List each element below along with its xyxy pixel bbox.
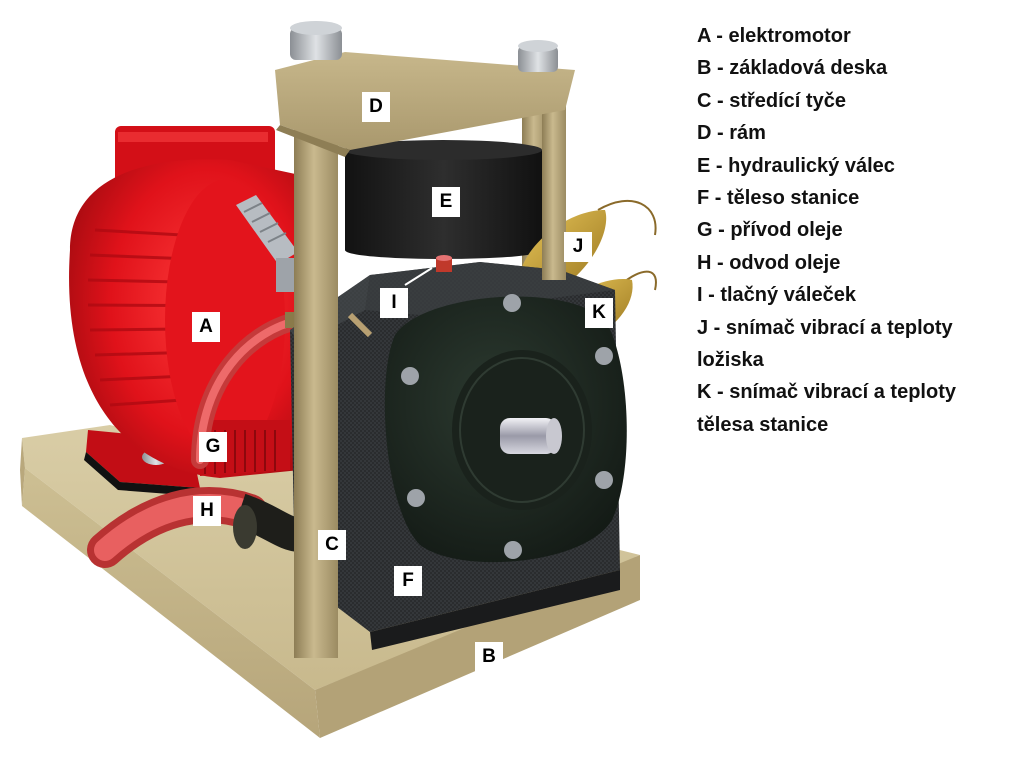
drive-shaft [500,418,562,454]
legend-item-d: D - rám [697,122,766,145]
tag-j: J [564,232,592,262]
tag-c: C [318,530,346,560]
legend-item-a: A - elektromotor [697,25,851,47]
tag-e: E [432,187,460,217]
tag-b: B [475,642,503,672]
legend-item-j-cont: ložiska [697,349,764,372]
frame-beam [275,52,575,157]
front-cover [384,294,627,563]
pressure-roller [404,255,452,286]
tag-g: G [199,432,227,462]
tag-f: F [394,566,422,596]
legend-item-e: E - hydraulický válec [697,154,895,177]
frame-post-front [294,70,338,658]
legend-item-b: B - základová deska [697,57,888,80]
legend-item-j: J - snímač vibrací a teploty [697,316,953,339]
legend-item-h: H - odvod oleje [697,251,841,274]
legend-item-c: C - středící tyče [697,89,846,112]
tag-a: A [192,312,220,342]
legend-item-k-cont: tělesa stanice [697,413,829,436]
legend-item-k: K - snímač vibrací a teploty [697,381,956,404]
legend-item-g: G - přívod oleje [697,219,843,242]
legend: A - elektromotor B - základová deska C -… [697,20,1017,441]
inlet-fitting [347,312,373,338]
frame-nuts [290,21,558,72]
tag-k: K [585,298,613,328]
electric-motor [69,126,300,478]
tag-d: D [362,92,390,122]
legend-item-f: F - těleso stanice [697,187,860,210]
legend-item-i: I - tlačný váleček [697,284,856,307]
tag-h: H [193,496,221,526]
tag-i: I [380,288,408,318]
